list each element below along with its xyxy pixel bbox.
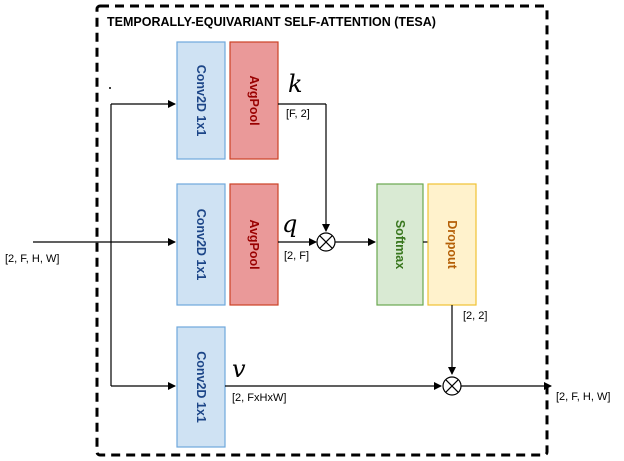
input-shape-label: [2, F, H, W] — [5, 253, 59, 265]
output-shape-label: [2, F, H, W] — [556, 391, 610, 403]
avgpool-k-block — [229, 41, 279, 160]
conv-q-block — [176, 183, 226, 306]
v-shape-label: [2, FxHxW] — [232, 392, 286, 404]
avgpool-k-label: AvgPool — [247, 75, 261, 125]
avgpool-q-block — [229, 183, 279, 306]
q-shape-label: [2, F] — [284, 250, 309, 262]
k-shape-label: [F, 2] — [286, 108, 310, 120]
avgpool-q-label: AvgPool — [247, 219, 261, 269]
dropout-block — [427, 183, 477, 306]
dropout-label: Dropout — [445, 220, 459, 269]
softmax-block — [376, 183, 424, 306]
matmul-attn-v-icon — [442, 376, 462, 396]
stray-dot — [109, 87, 111, 89]
softmax-label: Softmax — [393, 220, 407, 269]
v-symbol: v — [232, 355, 246, 383]
conv-k-label: Conv2D 1x1 — [194, 65, 208, 137]
diagram-title: TEMPORALLY-EQUIVARIANT SELF-ATTENTION (T… — [107, 15, 436, 29]
q-symbol: q — [282, 210, 297, 238]
matmul-qk-icon — [316, 232, 336, 252]
conv-q-label: Conv2D 1x1 — [194, 209, 208, 281]
tesa-container — [95, 4, 549, 457]
conv-k-block — [176, 41, 226, 160]
attn-shape-label: [2, 2] — [463, 310, 487, 322]
k-symbol: k — [288, 70, 303, 98]
conv-v-label: Conv2D 1x1 — [194, 351, 208, 423]
conv-v-block — [176, 326, 226, 448]
